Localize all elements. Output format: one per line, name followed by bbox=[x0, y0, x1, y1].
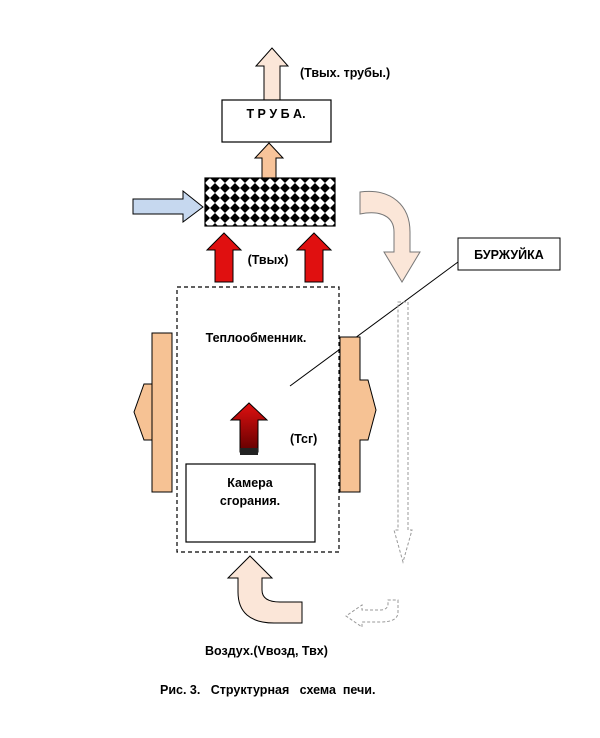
stove-pointer-line bbox=[289, 261, 459, 387]
pipe-inflow-arrow bbox=[253, 142, 285, 179]
t-out-pipe-label: (Твых. трубы.) bbox=[300, 66, 390, 80]
hot-flow-arrow-right bbox=[295, 232, 333, 283]
flame-arrow-base bbox=[240, 448, 258, 455]
chamber-label-line1: Камера bbox=[227, 476, 274, 490]
stove-name-box bbox=[457, 237, 561, 271]
left-radiation-panel bbox=[133, 332, 173, 493]
heat-exchanger-label: Теплообменник. bbox=[206, 331, 307, 345]
pipe-box bbox=[221, 99, 332, 143]
t-out-label: (Твых) bbox=[248, 253, 289, 267]
flame-arrow bbox=[229, 402, 269, 453]
air-heater-grid bbox=[204, 177, 336, 227]
air-inlet-label: Воздух.(Vвозд, Твх) bbox=[205, 644, 328, 658]
pipe-label: Т Р У Б А. bbox=[246, 107, 305, 121]
heat-exchanger-enclosure bbox=[176, 286, 340, 553]
t-combustion-label: (Тсг) bbox=[290, 432, 317, 446]
exhaust-arrow bbox=[254, 47, 290, 101]
hot-flow-arrow-left bbox=[205, 232, 243, 283]
figure-caption: Рис. 3. Структурная схема печи. bbox=[160, 683, 375, 697]
air-inlet-arrow bbox=[226, 555, 303, 624]
return-flow-arrow bbox=[393, 301, 413, 564]
warm-air-outlet-arrow bbox=[359, 190, 421, 283]
stove-name-label: БУРЖУЙКА bbox=[474, 247, 544, 262]
cold-air-inlet-arrow bbox=[132, 189, 204, 223]
combustion-chamber bbox=[185, 463, 316, 543]
chamber-label-line2: сгорания. bbox=[220, 494, 280, 508]
return-curl-arrow bbox=[345, 599, 399, 628]
right-radiation-panel bbox=[339, 336, 377, 493]
